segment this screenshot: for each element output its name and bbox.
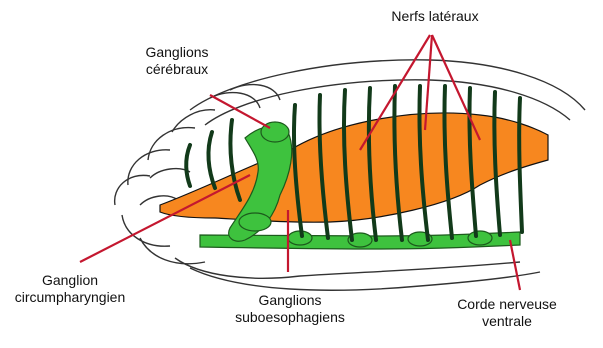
label-cerebral-ganglia-line2: cérébraux [122, 61, 232, 78]
gut [160, 113, 548, 222]
label-circumpharyngeal-ganglion-line2: circumpharyngien [0, 289, 140, 306]
label-circumpharyngeal-ganglion-line1: Ganglion [0, 272, 140, 289]
label-ventral-nerve-cord-line1: Corde nerveuse [432, 296, 582, 313]
label-suboesophageal-ganglia: Ganglions suboesophagiens [215, 292, 365, 326]
label-lateral-nerves: Nerfs latéraux [355, 8, 515, 25]
label-suboesophageal-ganglia-line2: suboesophagiens [215, 309, 365, 326]
label-circumpharyngeal-ganglion: Ganglion circumpharyngien [0, 272, 140, 306]
label-suboesophageal-ganglia-line1: Ganglions [215, 292, 365, 309]
label-cerebral-ganglia-line1: Ganglions [122, 44, 232, 61]
label-cerebral-ganglia: Ganglions cérébraux [122, 44, 232, 78]
label-ventral-nerve-cord-line2: ventrale [432, 313, 582, 330]
label-ventral-nerve-cord: Corde nerveuse ventrale [432, 296, 582, 330]
